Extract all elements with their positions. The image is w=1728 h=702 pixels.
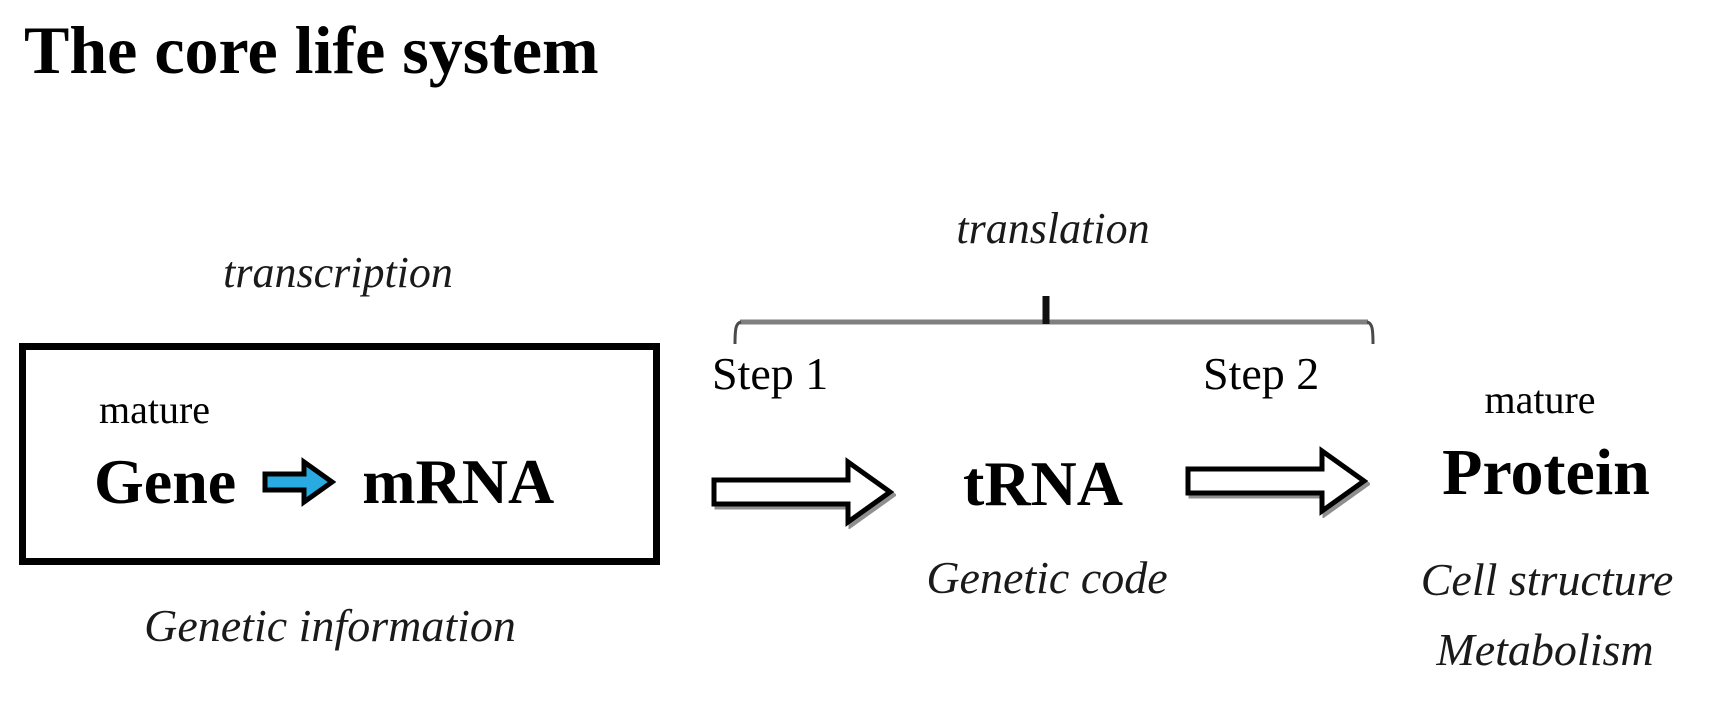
gene-to-mrna-arrow-icon (262, 457, 337, 507)
genetic-code-caption: Genetic code (926, 552, 1168, 603)
translation-label: translation (956, 204, 1150, 253)
protein-label: Protein (1442, 436, 1650, 509)
mature-protein-label: mature (1484, 377, 1596, 422)
mrna-label: mRNA (362, 446, 555, 517)
gene-to-mrna-row: Gene mRNA (94, 436, 554, 528)
cell-structure-caption: Cell structure (1420, 554, 1674, 605)
gene-label: Gene (94, 446, 237, 517)
metabolism-caption: Metabolism (1436, 624, 1654, 675)
translation-bracket-icon (733, 296, 1375, 345)
gene-mrna-box: mature Gene mRNA (19, 343, 660, 565)
step2-arrow-icon (1185, 446, 1369, 516)
trna-label: tRNA (963, 448, 1123, 519)
mature-mrna-label: mature (99, 387, 211, 432)
genetic-information-caption: Genetic information (144, 600, 516, 651)
step1-arrow-icon (711, 457, 895, 527)
transcription-label: transcription (223, 248, 453, 297)
step2-label: Step 2 (1203, 348, 1320, 399)
step1-label: Step 1 (712, 348, 829, 399)
page-title: The core life system (24, 12, 599, 88)
